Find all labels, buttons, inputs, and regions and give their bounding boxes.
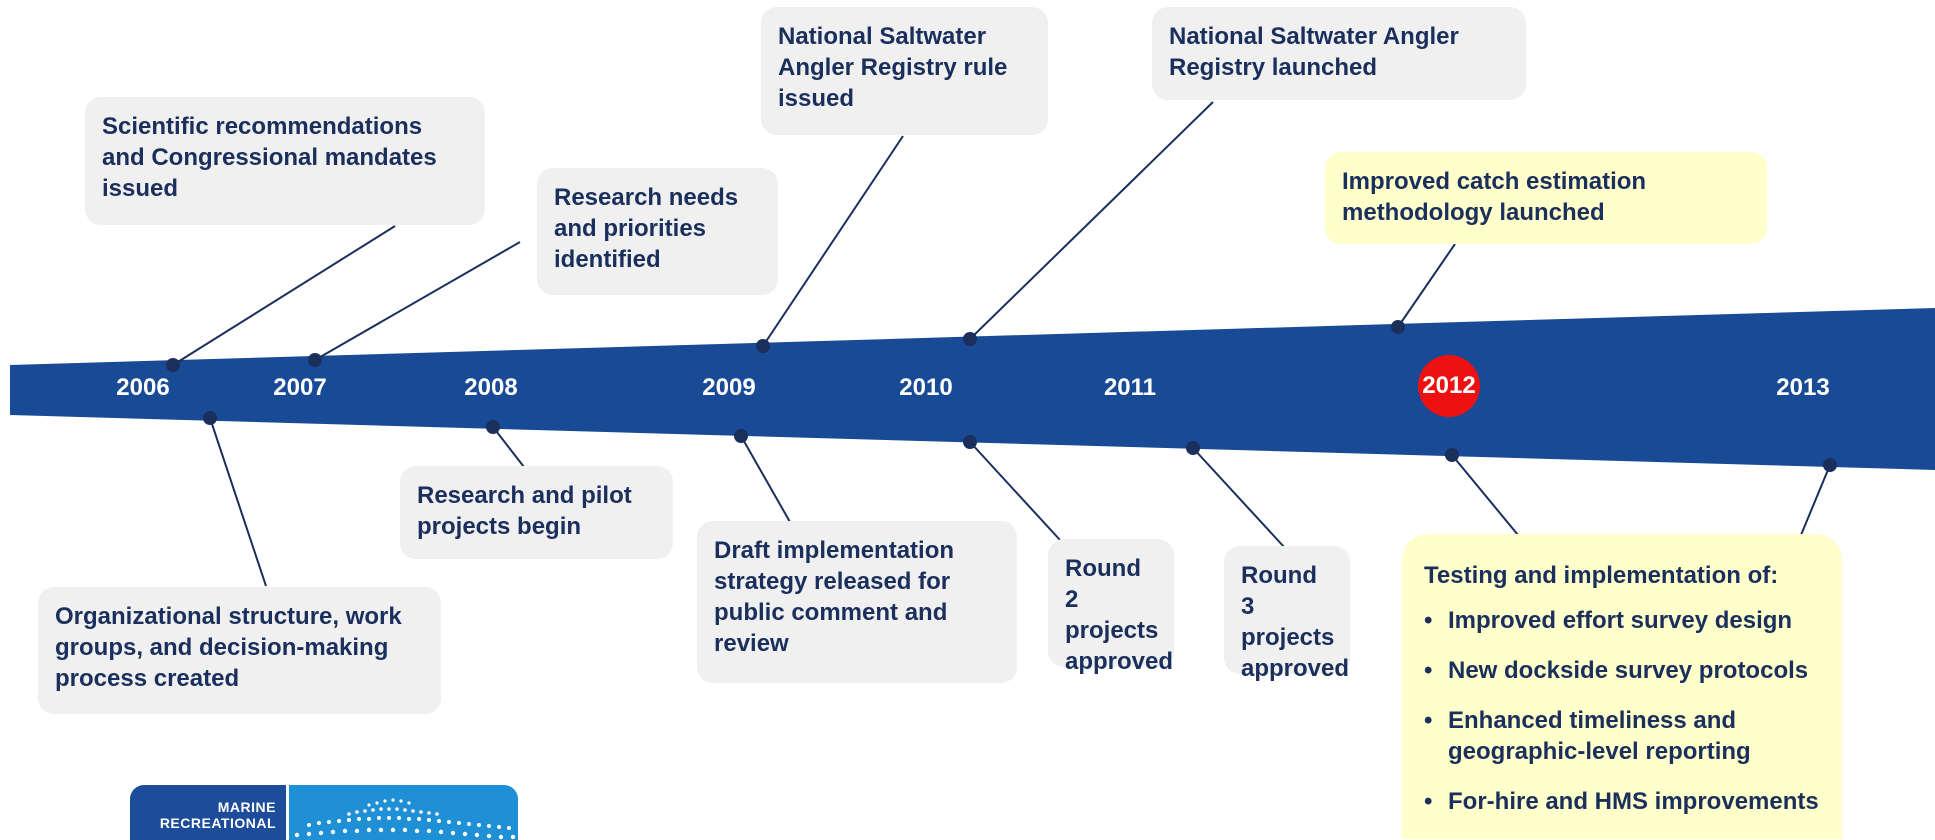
event-text: National Saltwater Angler Registry rule … bbox=[778, 23, 1008, 112]
list-item: For-hire and HMS improvements bbox=[1424, 786, 1822, 817]
event-draft-strategy-released: Draft implementation strategy released f… bbox=[697, 521, 1017, 683]
connector-line bbox=[1192, 447, 1286, 549]
year-label-2007: 2007 bbox=[273, 374, 327, 401]
event-registry-launched: National Saltwater Angler Registry launc… bbox=[1152, 7, 1526, 100]
implementation-box: Testing and implementation of: Improved … bbox=[1402, 534, 1842, 839]
logo-line-1: MARINE bbox=[217, 799, 276, 815]
event-marker bbox=[963, 435, 977, 449]
event-marker bbox=[734, 429, 748, 443]
event-text: Improved catch estimation methodology la… bbox=[1342, 168, 1647, 226]
year-label-2006: 2006 bbox=[116, 374, 170, 401]
event-marker bbox=[486, 420, 500, 434]
timeline-band bbox=[10, 308, 1935, 470]
mrip-logo: MARINE RECREATIONAL bbox=[130, 785, 518, 840]
connector-line bbox=[969, 441, 1061, 541]
event-research-needs: Research needs and priorities identified bbox=[537, 168, 778, 295]
event-marker bbox=[1445, 448, 1459, 462]
event-text: Research and pilot projects begin bbox=[417, 482, 632, 540]
connector-line bbox=[1451, 454, 1519, 536]
year-label-2009: 2009 bbox=[702, 374, 756, 401]
connector-line bbox=[762, 135, 904, 347]
connector-line bbox=[969, 101, 1214, 340]
event-registry-rule-issued: National Saltwater Angler Registry rule … bbox=[761, 7, 1048, 135]
event-marker bbox=[308, 353, 322, 367]
list-item: Improved effort survey design bbox=[1424, 605, 1822, 636]
event-text: Round 2 projects approved bbox=[1065, 555, 1174, 675]
event-marker bbox=[166, 358, 180, 372]
event-text: National Saltwater Angler Registry launc… bbox=[1169, 23, 1459, 81]
connector-line bbox=[740, 435, 791, 523]
event-marker bbox=[1186, 441, 1200, 455]
event-marker bbox=[963, 332, 977, 346]
event-text: Scientific recommendations and Congressi… bbox=[102, 113, 437, 202]
connector-line bbox=[209, 417, 267, 587]
wave-dots-icon bbox=[294, 798, 516, 840]
logo-wave-panel bbox=[289, 785, 518, 840]
connector-line bbox=[492, 426, 525, 468]
event-marker bbox=[1823, 458, 1837, 472]
year-label-2012-current: 2012 bbox=[1418, 355, 1480, 417]
logo-line-2: RECREATIONAL bbox=[159, 815, 276, 831]
event-catch-estimation-launched: Improved catch estimation methodology la… bbox=[1325, 152, 1767, 244]
event-round-2-approved: Round 2 projects approved bbox=[1048, 539, 1174, 675]
event-pilot-projects-begin: Research and pilot projects begin bbox=[400, 466, 673, 559]
event-text: Organizational structure, work groups, a… bbox=[55, 603, 402, 692]
connector-line bbox=[314, 241, 521, 361]
implementation-list: Improved effort survey design New docksi… bbox=[1424, 605, 1822, 817]
connector-line bbox=[1397, 243, 1456, 328]
list-item: New dockside survey protocols bbox=[1424, 655, 1822, 686]
year-label-2013: 2013 bbox=[1776, 374, 1830, 401]
logo-wordmark-panel: MARINE RECREATIONAL bbox=[130, 785, 286, 840]
event-text: Research needs and priorities identified bbox=[554, 184, 739, 273]
year-label-2011: 2011 bbox=[1103, 374, 1157, 401]
connector-line bbox=[1800, 464, 1831, 536]
event-text: Round 3 projects approved bbox=[1241, 562, 1350, 682]
year-label-2008: 2008 bbox=[464, 374, 518, 401]
list-item: Enhanced timeliness and geographic-level… bbox=[1424, 705, 1822, 767]
event-scientific-recommendations: Scientific recommendations and Congressi… bbox=[85, 97, 485, 225]
event-text: Draft implementation strategy released f… bbox=[714, 537, 955, 657]
event-marker bbox=[756, 339, 770, 353]
connector-line bbox=[172, 225, 396, 366]
event-marker bbox=[1391, 320, 1405, 334]
event-round-3-approved: Round 3 projects approved bbox=[1224, 546, 1350, 682]
event-marker bbox=[203, 411, 217, 425]
event-organizational-structure: Organizational structure, work groups, a… bbox=[38, 587, 441, 714]
year-label-2010: 2010 bbox=[899, 374, 953, 401]
implementation-heading: Testing and implementation of: bbox=[1424, 562, 1779, 589]
logo-text: MARINE RECREATIONAL bbox=[160, 799, 276, 831]
